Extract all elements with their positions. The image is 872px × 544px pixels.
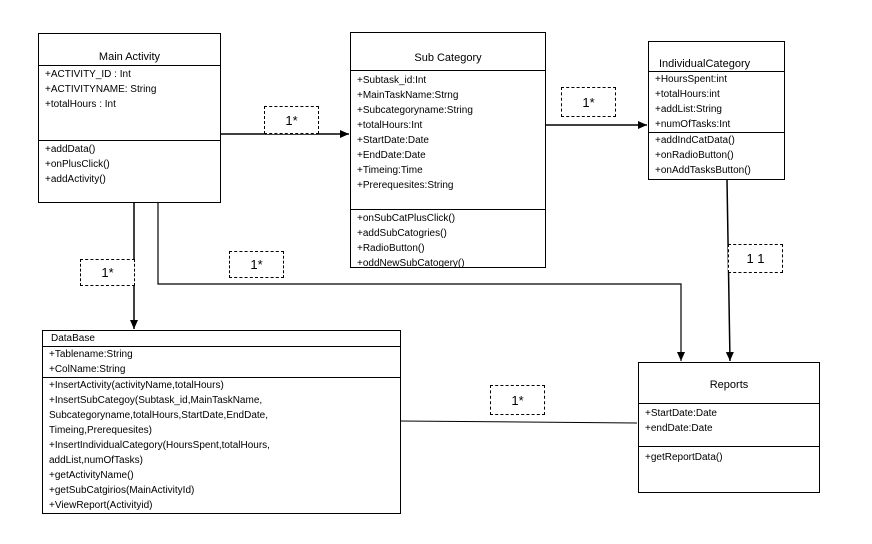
attributes-section: +Subtask_id:Int +MainTaskName:Strng +Sub… (351, 71, 545, 210)
attribute: +Prerequesites:String (357, 180, 454, 191)
method: +getActivityName() (49, 470, 134, 481)
attribute: +ACTIVITYNAME: String (45, 84, 157, 95)
attributes-section: +Tablename:String +ColName:String (43, 347, 400, 378)
method: +getReportData() (645, 452, 723, 463)
attribute: +Timeing:Time (357, 165, 423, 176)
class-name: Sub Category (414, 52, 482, 64)
attribute: +EndDate:Date (357, 150, 426, 161)
attribute: +StartDate:Date (645, 408, 717, 419)
class-name: DataBase (51, 333, 95, 344)
attribute: +totalHours:Int (357, 120, 423, 131)
multiplicity-main-sub: 1* (264, 106, 319, 134)
method: +addData() (45, 144, 96, 155)
method: Subcategoryname,totalHours,StartDate,End… (49, 410, 269, 421)
method: +oddNewSubCatogery() (357, 258, 465, 269)
multiplicity-main-database: 1* (80, 259, 135, 286)
method: addList,numOfTasks) (49, 455, 143, 466)
class-name-section: Sub Category (351, 33, 545, 71)
multiplicity-sub-individual: 1* (561, 87, 616, 117)
method: +onRadioButton() (655, 150, 734, 161)
attribute: +totalHours:int (655, 89, 720, 100)
method: +ViewReport(Activityid) (49, 500, 153, 511)
method: +InsertSubCategoy(Subtask_id,MainTaskNam… (49, 395, 263, 406)
class-individual-category: IndividualCategory +HoursSpent:int +tota… (648, 41, 785, 180)
attribute: +HoursSpent:int (655, 74, 727, 85)
attributes-section: +StartDate:Date +endDate:Date (639, 404, 819, 447)
class-name: Reports (709, 379, 749, 391)
assoc-main-reports (157, 203, 685, 361)
method: Timeing,Prerequesites) (49, 425, 153, 436)
attribute: +addList:String (655, 104, 722, 115)
class-database: DataBase +Tablename:String +ColName:Stri… (42, 330, 401, 514)
method: +onPlusClick() (45, 159, 110, 170)
multiplicity-main-reports: 1* (229, 251, 284, 278)
method: +addIndCatData() (655, 135, 735, 146)
class-name: IndividualCategory (659, 58, 751, 70)
assoc-database-reports (399, 420, 638, 424)
attribute: +MainTaskName:Strng (357, 90, 459, 101)
method: +InsertActivity(activityName,totalHours) (49, 380, 224, 391)
methods-section: +addIndCatData() +onRadioButton() +onAdd… (649, 133, 784, 178)
class-name: Main Activity (98, 51, 161, 63)
method: +getSubCatgirios(MainActivityId) (49, 485, 195, 496)
attribute: +ACTIVITY_ID : Int (45, 69, 131, 80)
class-main-activity: Main Activity +ACTIVITY_ID : Int +ACTIVI… (38, 33, 221, 203)
attribute: +Subcategoryname:String (357, 105, 473, 116)
methods-section: +InsertActivity(activityName,totalHours)… (43, 378, 400, 513)
method: +onSubCatPlusClick() (357, 213, 456, 224)
multiplicity-database-reports: 1* (490, 385, 545, 415)
attribute: +endDate:Date (645, 423, 713, 434)
attribute: +numOfTasks:Int (655, 119, 731, 130)
class-name-section: Reports (639, 363, 819, 404)
attribute: +ColName:String (49, 364, 126, 375)
multiplicity-individual-reports: 1 1 (728, 244, 783, 273)
class-name-section: IndividualCategory (649, 42, 784, 72)
class-reports: Reports +StartDate:Date +endDate:Date +g… (638, 362, 820, 493)
attributes-section: +HoursSpent:int +totalHours:int +addList… (649, 72, 784, 133)
attribute: +Subtask_id:Int (357, 75, 427, 86)
method: +addSubCatogries() (357, 228, 447, 239)
method: +RadioButton() (357, 243, 425, 254)
class-sub-category: Sub Category +Subtask_id:Int +MainTaskNa… (350, 32, 546, 271)
attribute: +totalHours : Int (45, 99, 116, 110)
method: +addActivity() (45, 174, 106, 185)
attributes-section: +ACTIVITY_ID : Int +ACTIVITYNAME: String… (39, 66, 220, 141)
methods-section: +onSubCatPlusClick() +addSubCatogries() … (351, 210, 545, 271)
methods-section: +getReportData() (639, 447, 819, 465)
methods-section: +addData() +onPlusClick() +addActivity() (39, 141, 220, 187)
class-name-section: DataBase (43, 331, 400, 347)
method: +onAddTasksButton() (655, 165, 751, 176)
attribute: +Tablename:String (49, 349, 133, 360)
class-name-section: Main Activity (39, 34, 220, 66)
attribute: +StartDate:Date (357, 135, 429, 146)
method: +InsertIndividualCategory(HoursSpent,tot… (49, 440, 270, 451)
